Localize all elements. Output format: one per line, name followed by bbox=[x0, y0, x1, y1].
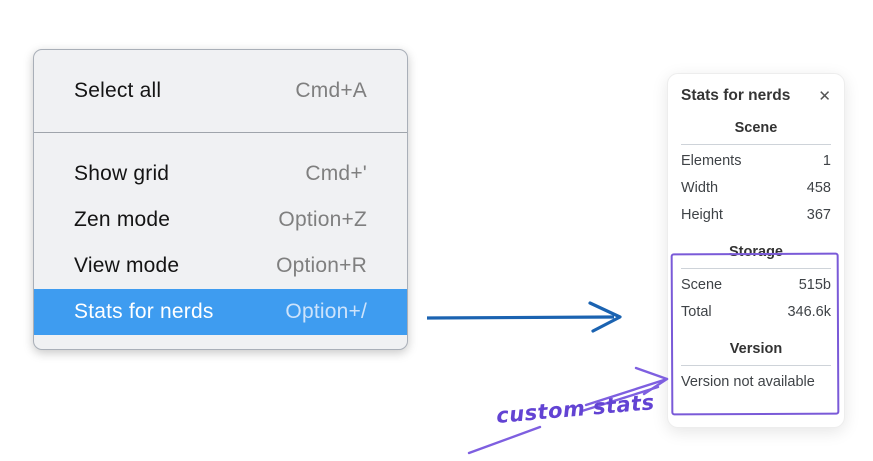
menu-item-select-all[interactable]: Select all Cmd+A bbox=[34, 68, 407, 114]
stat-label: Total bbox=[681, 304, 712, 320]
section-header-storage: Storage bbox=[729, 244, 783, 260]
menu-item-label: Stats for nerds bbox=[74, 300, 214, 323]
stat-label: Height bbox=[681, 207, 723, 223]
menu-item-label: Show grid bbox=[74, 162, 170, 185]
stat-label: Width bbox=[681, 180, 719, 196]
section-header-version: Version bbox=[729, 341, 783, 357]
custom-stats-annotation: custom stats bbox=[495, 390, 656, 428]
menu-item-show-grid[interactable]: Show grid Cmd+' bbox=[34, 151, 407, 197]
stat-value: 367 bbox=[806, 207, 831, 223]
menu-item-shortcut: Option+/ bbox=[285, 300, 367, 323]
section-header-scene: Scene bbox=[734, 120, 778, 136]
stat-row-scene-storage: Scene 515b bbox=[681, 272, 831, 299]
menu-item-shortcut: Option+R bbox=[276, 254, 367, 277]
menu-item-shortcut: Option+Z bbox=[278, 208, 367, 231]
stat-label: Elements bbox=[681, 153, 742, 169]
stat-value: 515b bbox=[798, 277, 831, 293]
stat-value: 1 bbox=[822, 153, 831, 169]
close-icon[interactable]: ✕ bbox=[818, 87, 831, 105]
blue-arrow bbox=[426, 301, 622, 333]
stat-label: Scene bbox=[681, 277, 723, 293]
menu-item-label: View mode bbox=[74, 254, 180, 277]
section-rule bbox=[681, 144, 831, 145]
menu-item-shortcut: Cmd+A bbox=[295, 79, 367, 102]
section-rule bbox=[681, 365, 831, 366]
section-rule bbox=[681, 268, 831, 269]
stat-row-total-storage: Total 346.6k bbox=[681, 299, 831, 326]
menu-item-shortcut: Cmd+' bbox=[305, 162, 367, 185]
stat-value: 458 bbox=[806, 180, 831, 196]
stats-panel-title: Stats for nerds bbox=[681, 87, 791, 104]
version-note: Version not available bbox=[681, 374, 815, 390]
menu-item-stats-for-nerds[interactable]: Stats for nerds Option+/ bbox=[34, 289, 407, 335]
menu-separator bbox=[34, 132, 407, 133]
menu-item-view-mode[interactable]: View mode Option+R bbox=[34, 243, 407, 289]
stat-value: 346.6k bbox=[787, 304, 831, 320]
stats-panel: Stats for nerds ✕ Scene Elements 1 Width… bbox=[667, 73, 845, 428]
menu-item-label: Select all bbox=[74, 79, 162, 102]
stat-row-width: Width 458 bbox=[681, 175, 831, 202]
menu-item-zen-mode[interactable]: Zen mode Option+Z bbox=[34, 197, 407, 243]
context-menu: Select all Cmd+A Show grid Cmd+' Zen mod… bbox=[33, 49, 408, 350]
stat-row-elements: Elements 1 bbox=[681, 148, 831, 175]
menu-item-label: Zen mode bbox=[74, 208, 171, 231]
stat-row-height: Height 367 bbox=[681, 202, 831, 229]
annotation-arrow bbox=[467, 366, 669, 455]
